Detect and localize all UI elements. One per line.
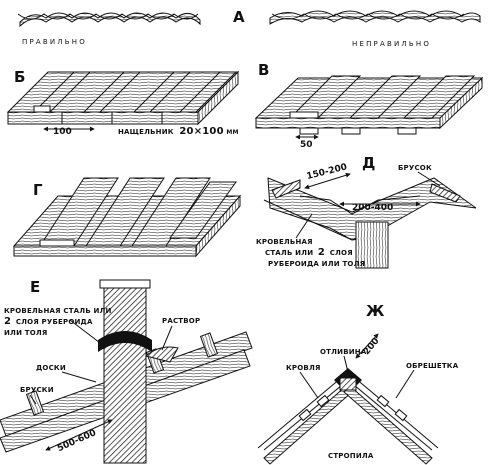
d-roof-two: 2 — [318, 247, 325, 258]
panel-letter-g: Г — [33, 181, 43, 199]
board-v-raised-1 — [288, 75, 362, 119]
board-g-lap-1 — [39, 177, 119, 247]
batten-unit: ММ — [226, 129, 238, 136]
e-roof-two: 2 — [4, 316, 11, 327]
bar-label: БРУСОК — [398, 164, 432, 172]
dim-200: 200 — [362, 336, 382, 357]
d-roof-line2-text: СТАЛЬ ИЛИ — [265, 249, 313, 257]
boards-label: ДОСКИ — [36, 364, 66, 372]
incorrect-caption: НЕПРАВИЛЬНО — [352, 40, 431, 48]
batten-b-2 — [82, 71, 142, 113]
board-g-lap-3 — [131, 177, 211, 247]
batten-label-text: НАЩЕЛЬНИК — [118, 128, 174, 136]
panel-a: ПРАВИЛЬНО А НЕПРАВИЛЬНО — [17, 8, 481, 48]
rafters-label: СТРОПИЛА — [328, 452, 374, 460]
lathing-label: ОБРЕШЕТКА — [406, 362, 459, 370]
mortar-label: РАСТВОР — [162, 317, 200, 325]
e-roof-line2-text: СЛОЯ РУБЕРОИДА — [16, 318, 93, 326]
batten-size: 20×100 — [179, 126, 223, 137]
panel-d: Д 150-200 200-400 БРУСОК КРОВЕЛЬНАЯ СТАЛ… — [256, 154, 477, 269]
roofing-label: КРОВЛЯ — [286, 364, 321, 372]
dim-200-400: 200-400 — [352, 203, 393, 213]
drip-label: ОТЛИВИНА — [320, 348, 367, 356]
panel-letter-a: А — [233, 8, 245, 26]
ridge-zh — [257, 333, 439, 465]
ridge-d — [263, 177, 477, 269]
board-stack-b — [6, 70, 240, 126]
board-g-lap-2 — [85, 177, 165, 247]
board-g-lap-4 — [169, 181, 237, 239]
panel-g: Г — [12, 177, 242, 258]
batten-label: НАЩЕЛЬНИК 20×100 ММ — [118, 126, 239, 137]
d-roof-line2b: СЛОЯ — [330, 249, 353, 257]
d-roof-line1: КРОВЕЛЬНАЯ — [256, 238, 313, 246]
panel-letter-b: Б — [14, 68, 25, 86]
board-stack-v — [254, 75, 484, 135]
panel-letter-e: Е — [30, 278, 40, 296]
d-roof-line2: СТАЛЬ ИЛИ 2 СЛОЯ — [265, 247, 353, 258]
board-v-raised-2 — [348, 75, 422, 119]
board-stack-g — [12, 177, 242, 258]
correct-board-profile — [17, 12, 201, 28]
panel-v: В 50 — [254, 61, 484, 150]
panel-letter-zh: Ж — [366, 302, 385, 320]
bars-label: БРУСКИ — [20, 386, 54, 394]
chimney-roof-e — [0, 279, 253, 464]
panel-letter-d: Д — [362, 154, 375, 172]
correct-caption: ПРАВИЛЬНО — [22, 38, 87, 46]
e-roof-line3: ИЛИ ТОЛЯ — [4, 329, 48, 337]
panel-zh: Ж ОТЛИВИНА 200 КРОВЛЯ ОБРЕШЕТКА СТРОПИЛА — [257, 302, 459, 465]
dim-150-200: 150-200 — [306, 162, 349, 182]
incorrect-board-profile — [269, 10, 481, 25]
board-v-raised-3 — [402, 75, 476, 119]
e-roof-line1: КРОВЕЛЬНАЯ СТАЛЬ ИЛИ — [4, 307, 112, 315]
e-roof-line2: 2 СЛОЯ РУБЕРОИДА — [4, 316, 93, 327]
batten-b-4 — [178, 71, 238, 113]
panel-b: Б 100 НАЩЕЛЬНИК 20×100 ММ — [6, 68, 240, 137]
d-roof-line3: РУБЕРОИДА ИЛИ ТОЛЯ — [268, 260, 365, 268]
batten-b-1 — [32, 71, 92, 113]
dim-50: 50 — [300, 140, 313, 150]
panel-letter-v: В — [258, 61, 269, 79]
batten-b-3 — [132, 71, 192, 113]
panel-e: Е КРОВЕЛЬНАЯ СТАЛЬ ИЛИ 2 СЛОЯ РУБЕРОИДА … — [0, 278, 253, 464]
dim-100: 100 — [53, 127, 72, 137]
